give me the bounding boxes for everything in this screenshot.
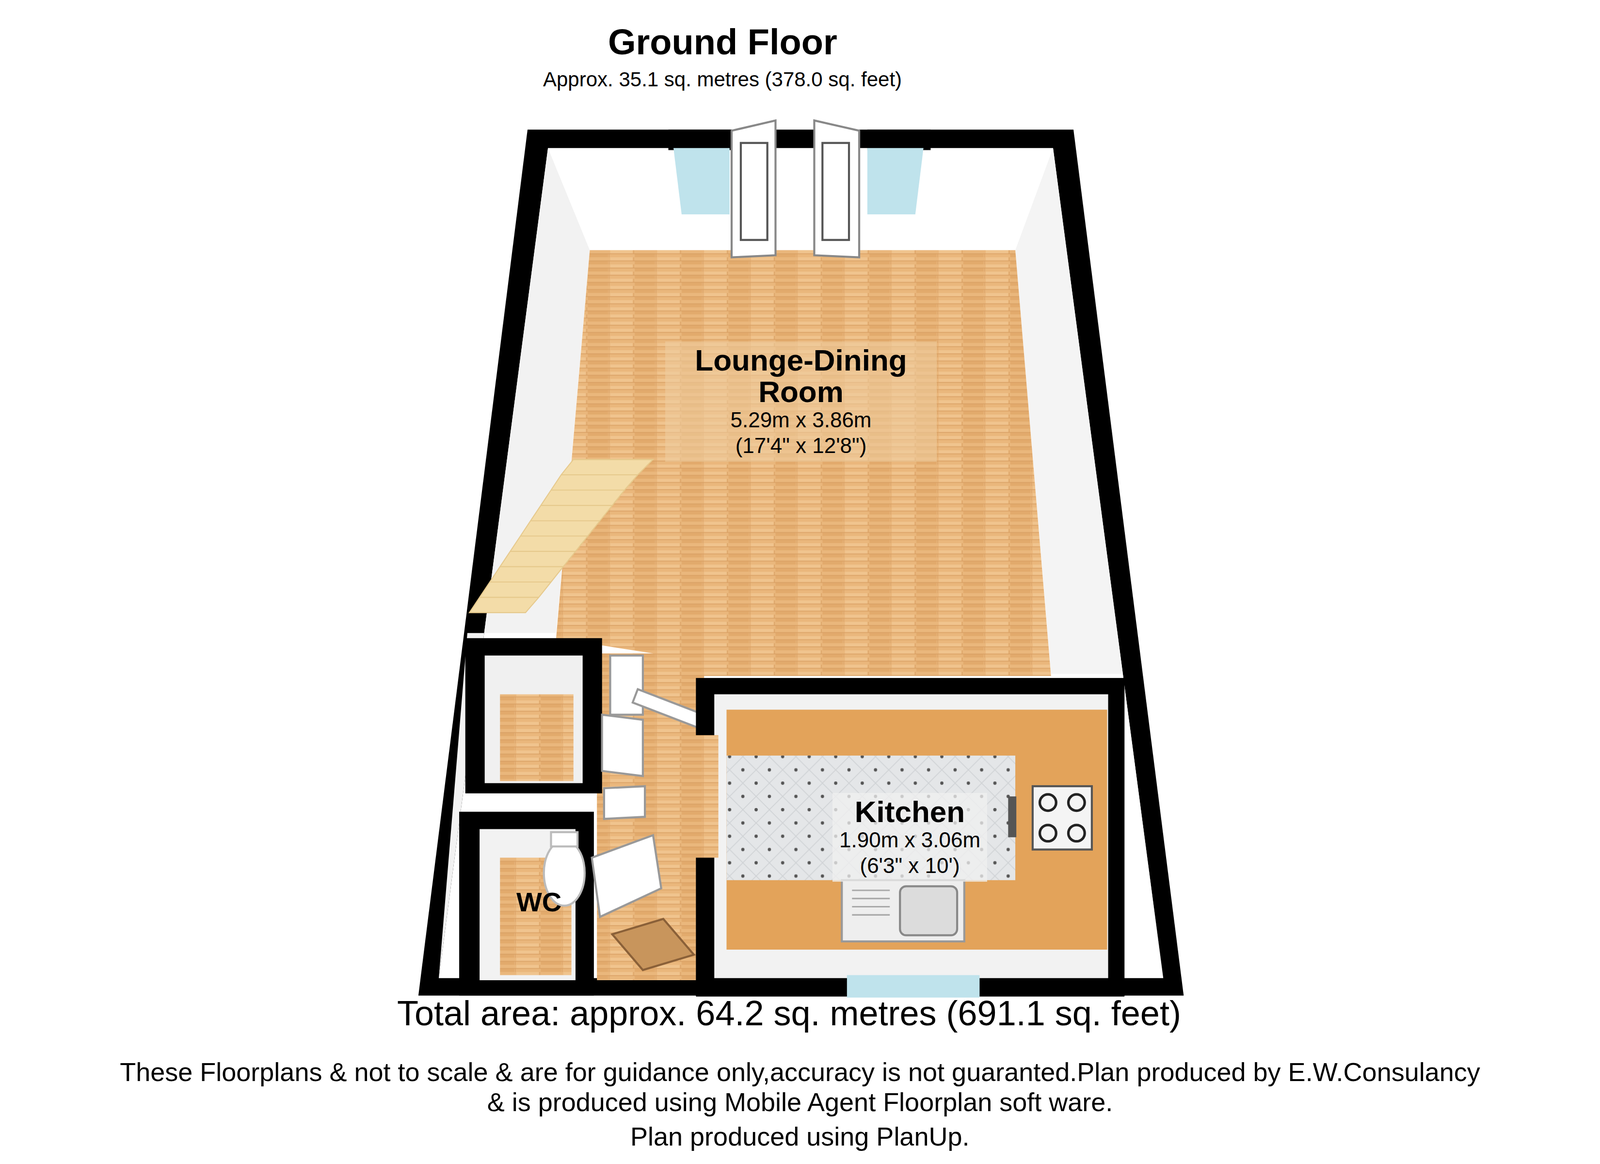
room-label: Kitchen1.90m x 3.06m(6'3" x 10') [832, 792, 988, 882]
total-area: Total area: approx. 64.2 sq. metres (691… [397, 992, 1182, 1034]
room-label: Lounge-Dining Room5.29m x 3.86m(17'4" x … [665, 341, 937, 462]
plan-title: Ground Floor [608, 21, 838, 63]
room-label: WC [509, 884, 569, 920]
room-dimension: (6'3" x 10') [839, 852, 981, 879]
room-name: WC [516, 887, 562, 917]
room-name: Kitchen [839, 795, 981, 828]
floor-area: Approx. 35.1 sq. metres (378.0 sq. feet) [543, 67, 902, 92]
room-name: Lounge-Dining Room [672, 344, 930, 408]
disclaimer: These Floorplans & not to scale & are fo… [116, 1056, 1484, 1117]
room-dimension: (17'4" x 12'8") [672, 432, 930, 459]
room-dimension: 1.90m x 3.06m [839, 827, 981, 853]
disclaimer: Plan produced using PlanUp. [630, 1120, 970, 1152]
room-dimension: 5.29m x 3.86m [672, 407, 930, 433]
